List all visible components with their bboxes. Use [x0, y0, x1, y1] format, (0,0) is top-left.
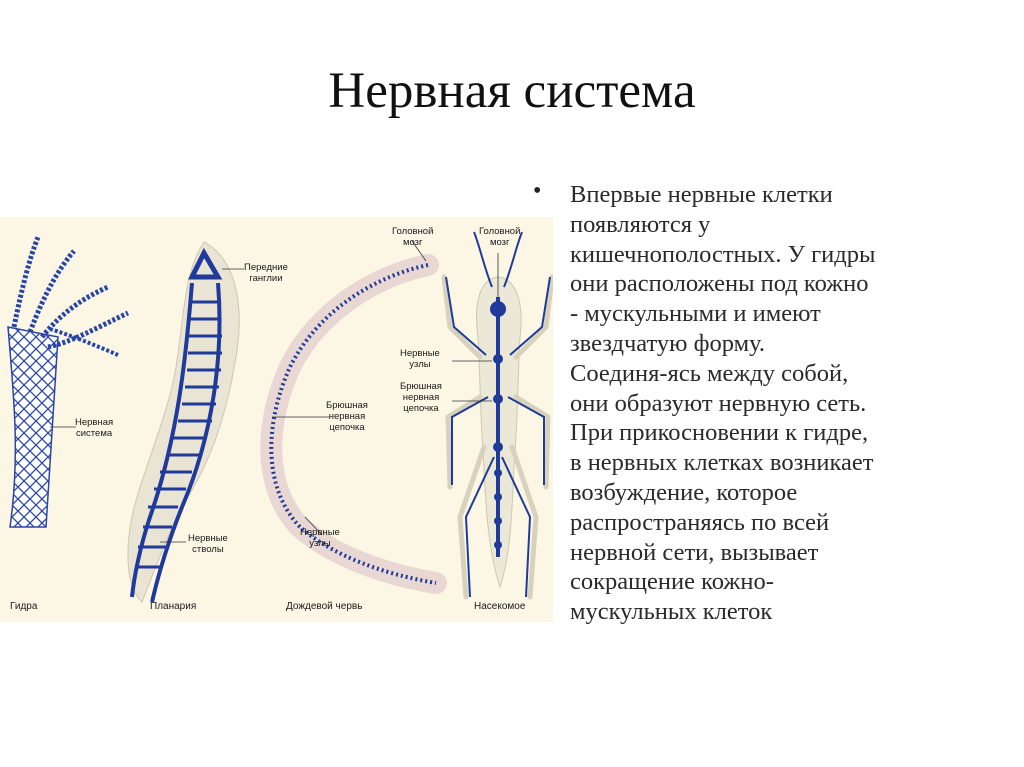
hydra-drawing: [7, 236, 130, 528]
caption-earthworm: Дождевой червь: [286, 601, 363, 612]
slide-title: Нервная система: [328, 63, 696, 119]
label-nerve-trunks: Нервные стволы: [188, 533, 228, 555]
caption-hydra: Гидра: [10, 601, 38, 612]
earthworm-drawing: [260, 240, 447, 594]
label-nerve-nodes-insect: Нервные узлы: [400, 348, 440, 370]
label-brain-insect: Головной мозг: [479, 226, 521, 248]
bullet-marker: •: [533, 178, 542, 204]
body-text: Впервые нервные клетки появляются у кише…: [570, 181, 876, 626]
label-anterior-ganglia: Передние ганглии: [244, 262, 288, 284]
caption-planaria: Планария: [150, 601, 197, 612]
label-nerve-nodes-worm: Нервные узлы: [300, 527, 340, 549]
label-ventral-nerve-chain-worm: Брюшная нервная цепочка: [326, 400, 368, 433]
planaria-drawing: [127, 241, 244, 603]
nervous-system-diagram: Нервная система Передние ганглии Нервные…: [0, 217, 553, 622]
insect-drawing: [441, 231, 553, 600]
label-brain-worm: Головной мозг: [392, 226, 434, 248]
label-ventral-nerve-chain-insect: Брюшная нервная цепочка: [400, 381, 442, 414]
diagram-illustration: [7, 231, 553, 603]
caption-insect: Насекомое: [474, 601, 526, 612]
label-hydra-nervous-system: Нервная система: [75, 417, 114, 439]
